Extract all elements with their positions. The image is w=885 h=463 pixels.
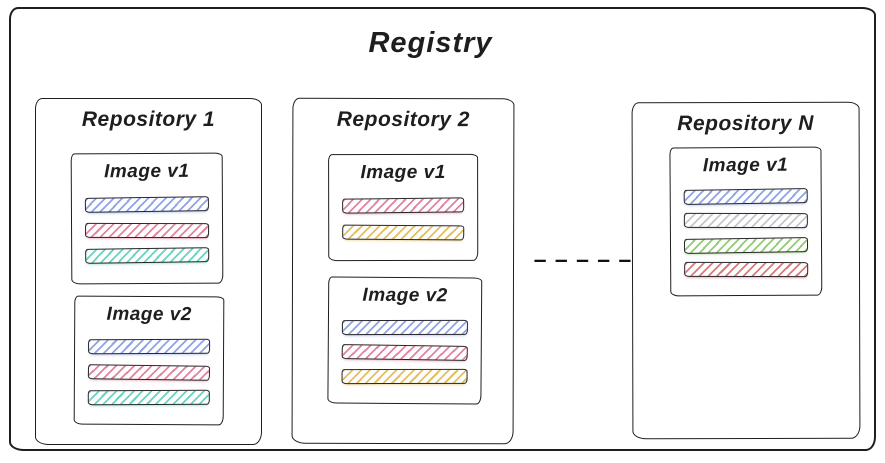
repository-2-image-v2-box: Image v2: [327, 276, 483, 405]
repository-2-image-v1-box: Image v1: [328, 153, 479, 262]
image-layer: [87, 363, 211, 381]
layer-stack: [329, 184, 477, 260]
repository-2-label: Repository 2: [336, 107, 471, 132]
registry-title: Registry: [368, 27, 493, 59]
image-label: Image v1: [702, 154, 789, 177]
repository-n-box: Repository N Image v1: [631, 101, 861, 440]
repository-1-image-v1-box: Image v1: [70, 152, 224, 285]
image-layer: [684, 261, 809, 277]
image-layer: [683, 236, 809, 254]
image-layer: [341, 319, 468, 335]
repository-1-box: Repository 1 Image v1 Image v2: [35, 98, 262, 445]
image-label: Image v1: [360, 161, 446, 184]
image-layer: [88, 339, 211, 355]
image-layer: [341, 343, 468, 361]
image-layer: [84, 195, 210, 213]
layer-stack: [328, 306, 481, 403]
repository-2-box: Repository 2 Image v1 Image v2: [291, 97, 515, 445]
repository-n-image-v1-box: Image v1: [669, 146, 823, 297]
image-layer: [85, 222, 210, 238]
image-layer: [683, 213, 808, 229]
image-label: Image v2: [362, 284, 448, 307]
repository-1-image-v2-box: Image v2: [73, 295, 225, 426]
repository-n-label: Repository N: [677, 111, 814, 136]
image-layer: [87, 389, 210, 405]
image-layer: [341, 369, 468, 385]
image-layer: [342, 197, 465, 214]
continuation-dashes: – – – – –: [533, 246, 633, 272]
registry-box: Registry Repository 1 Image v1 Image v2: [9, 7, 876, 451]
layer-stack: [75, 326, 224, 425]
image-layer: [683, 188, 808, 206]
repository-1-label: Repository 1: [81, 108, 216, 131]
image-layer: [85, 247, 210, 265]
layer-stack: [671, 177, 822, 296]
image-label: Image v1: [104, 160, 190, 183]
image-layer: [342, 224, 465, 241]
layer-stack: [72, 183, 223, 284]
image-label: Image v2: [106, 303, 192, 326]
